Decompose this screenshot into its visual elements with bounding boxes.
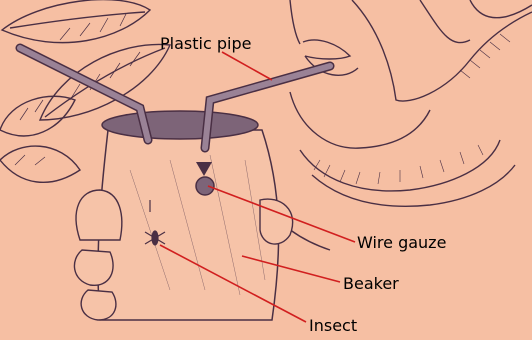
beaker-lid: [102, 111, 258, 139]
label-plastic-pipe: Plastic pipe: [160, 36, 251, 52]
label-insect: Insect: [309, 318, 357, 334]
label-wire-gauze: Wire gauze: [357, 235, 446, 251]
label-beaker: Beaker: [343, 276, 399, 292]
beaker: [98, 130, 279, 320]
